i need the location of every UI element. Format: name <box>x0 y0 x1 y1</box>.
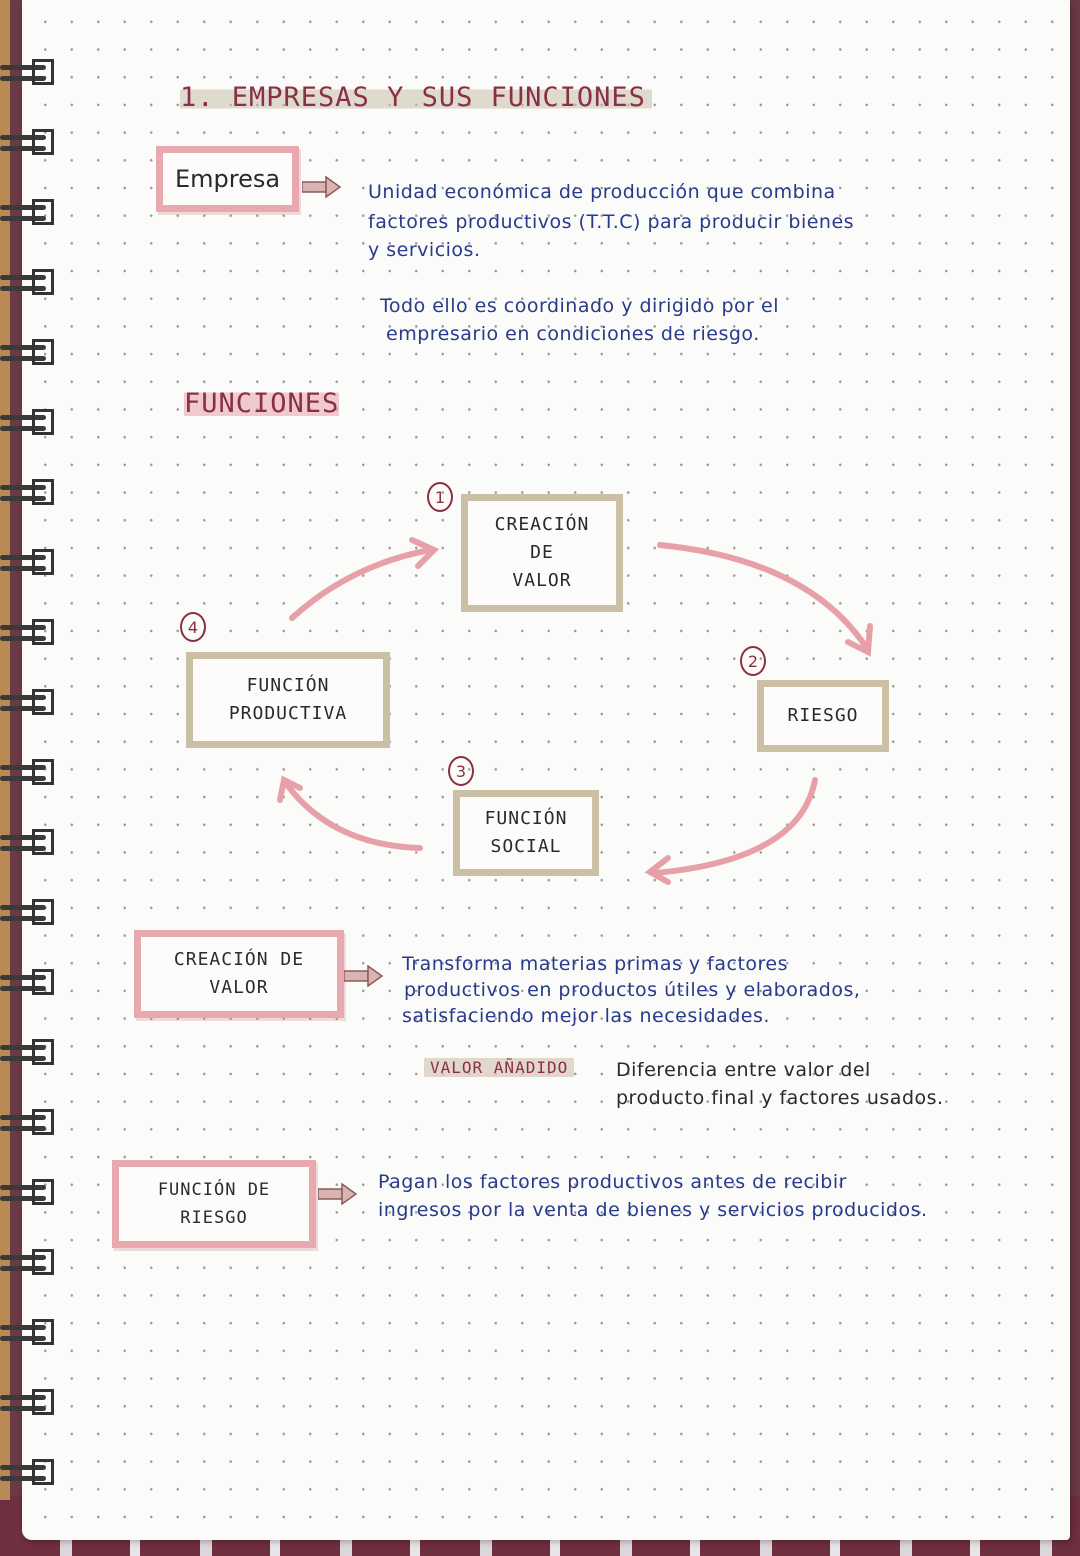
ring-icon <box>0 827 58 861</box>
ring-icon <box>0 1037 58 1071</box>
arrow-right-icon <box>318 1183 358 1205</box>
node-funcion-productiva: FUNCIÓN PRODUCTIVA <box>186 652 390 748</box>
creacion-valor-definition-line-2: productivos en productos útiles y elabor… <box>404 979 861 1001</box>
valor-anadido-definition-line-1: Diferencia entre valor del <box>616 1059 871 1081</box>
node-3-line-2: SOCIAL <box>490 836 562 857</box>
valor-anadido-label: VALOR AÑADIDO <box>424 1058 575 1077</box>
ring-icon <box>0 547 58 581</box>
arrow-1-to-2 <box>657 542 871 653</box>
creacion-valor-box-line-2: VALOR <box>209 977 269 998</box>
funcion-riesgo-box: FUNCIÓN DE RIESGO <box>112 1160 316 1248</box>
node-3-line-1: FUNCIÓN <box>484 808 568 829</box>
ring-icon <box>0 897 58 931</box>
step-number-1: 1 <box>427 482 453 512</box>
node-riesgo: RIESGO <box>757 680 889 752</box>
node-funcion-social: FUNCIÓN SOCIAL <box>453 790 599 876</box>
empresa-note-line-1: Todo ello es coordinado y dirigido por e… <box>380 295 779 317</box>
ring-icon <box>0 1247 58 1281</box>
ring-icon <box>0 617 58 651</box>
step-number-4: 4 <box>180 612 206 642</box>
funcion-riesgo-box-line-1: FUNCIÓN DE <box>157 1180 271 1200</box>
funcion-riesgo-definition-line-2: ingresos por la venta de bienes y servic… <box>378 1199 928 1221</box>
funciones-heading: FUNCIONES <box>184 388 340 419</box>
arrow-right-icon <box>344 965 384 987</box>
ring-icon <box>0 1177 58 1211</box>
ring-icon <box>0 407 58 441</box>
notebook-spine <box>0 0 10 1500</box>
node-4-line-2: PRODUCTIVA <box>228 703 348 724</box>
arrow-right-icon <box>302 176 342 198</box>
ring-icon <box>0 1457 58 1491</box>
creacion-valor-definition-line-1: Transforma materias primas y factores <box>402 953 789 975</box>
arrow-3-to-4 <box>282 779 423 851</box>
funcion-riesgo-box-line-2: RIESGO <box>180 1208 248 1228</box>
ring-icon <box>0 1317 58 1351</box>
ring-icon <box>0 687 58 721</box>
empresa-box: Empresa <box>156 146 299 212</box>
arrow-2-to-3 <box>652 777 818 876</box>
node-creacion-de-valor: CREACIÓN DE VALOR <box>461 494 623 612</box>
valor-anadido-label-text: VALOR AÑADIDO <box>424 1058 575 1077</box>
ring-icon <box>0 967 58 1001</box>
empresa-definition-line-2: factores productivos (T.T.C) para produc… <box>368 211 855 233</box>
ring-icon <box>0 127 58 161</box>
step-number-3: 3 <box>448 756 474 786</box>
ring-icon <box>0 1387 58 1421</box>
ring-icon <box>0 477 58 511</box>
empresa-definition-line-1: Unidad económica de producción que combi… <box>368 181 836 203</box>
empresa-note-line-2: empresario en condiciones de riesgo. <box>386 323 760 345</box>
notebook-page <box>22 0 1070 1540</box>
arrow-4-to-1 <box>289 547 433 621</box>
node-1-line-2: DE <box>530 542 554 563</box>
page-title: 1. EMPRESAS Y SUS FUNCIONES <box>180 82 652 113</box>
ring-icon <box>0 337 58 371</box>
creacion-valor-box: CREACIÓN DE VALOR <box>134 930 344 1018</box>
node-4-line-1: FUNCIÓN <box>246 675 330 696</box>
node-1-line-1: CREACIÓN <box>494 514 590 535</box>
ring-icon <box>0 1107 58 1141</box>
ring-icon <box>0 197 58 231</box>
creacion-valor-box-line-1: CREACIÓN DE <box>173 949 305 970</box>
ring-icon <box>0 57 58 91</box>
empresa-definition-line-3: y servicios. <box>368 239 481 261</box>
valor-anadido-definition-line-2: producto final y factores usados. <box>616 1087 944 1109</box>
node-2-line-1: RIESGO <box>787 705 859 726</box>
ring-icon <box>0 267 58 301</box>
step-number-2: 2 <box>740 646 766 676</box>
node-1-line-3: VALOR <box>512 570 572 591</box>
ring-icon <box>0 757 58 791</box>
funcion-riesgo-definition-line-1: Pagan los factores productivos antes de … <box>378 1171 847 1193</box>
creacion-valor-definition-line-3: satisfaciendo mejor las necesidades. <box>402 1005 770 1027</box>
empresa-label: Empresa <box>174 165 281 193</box>
